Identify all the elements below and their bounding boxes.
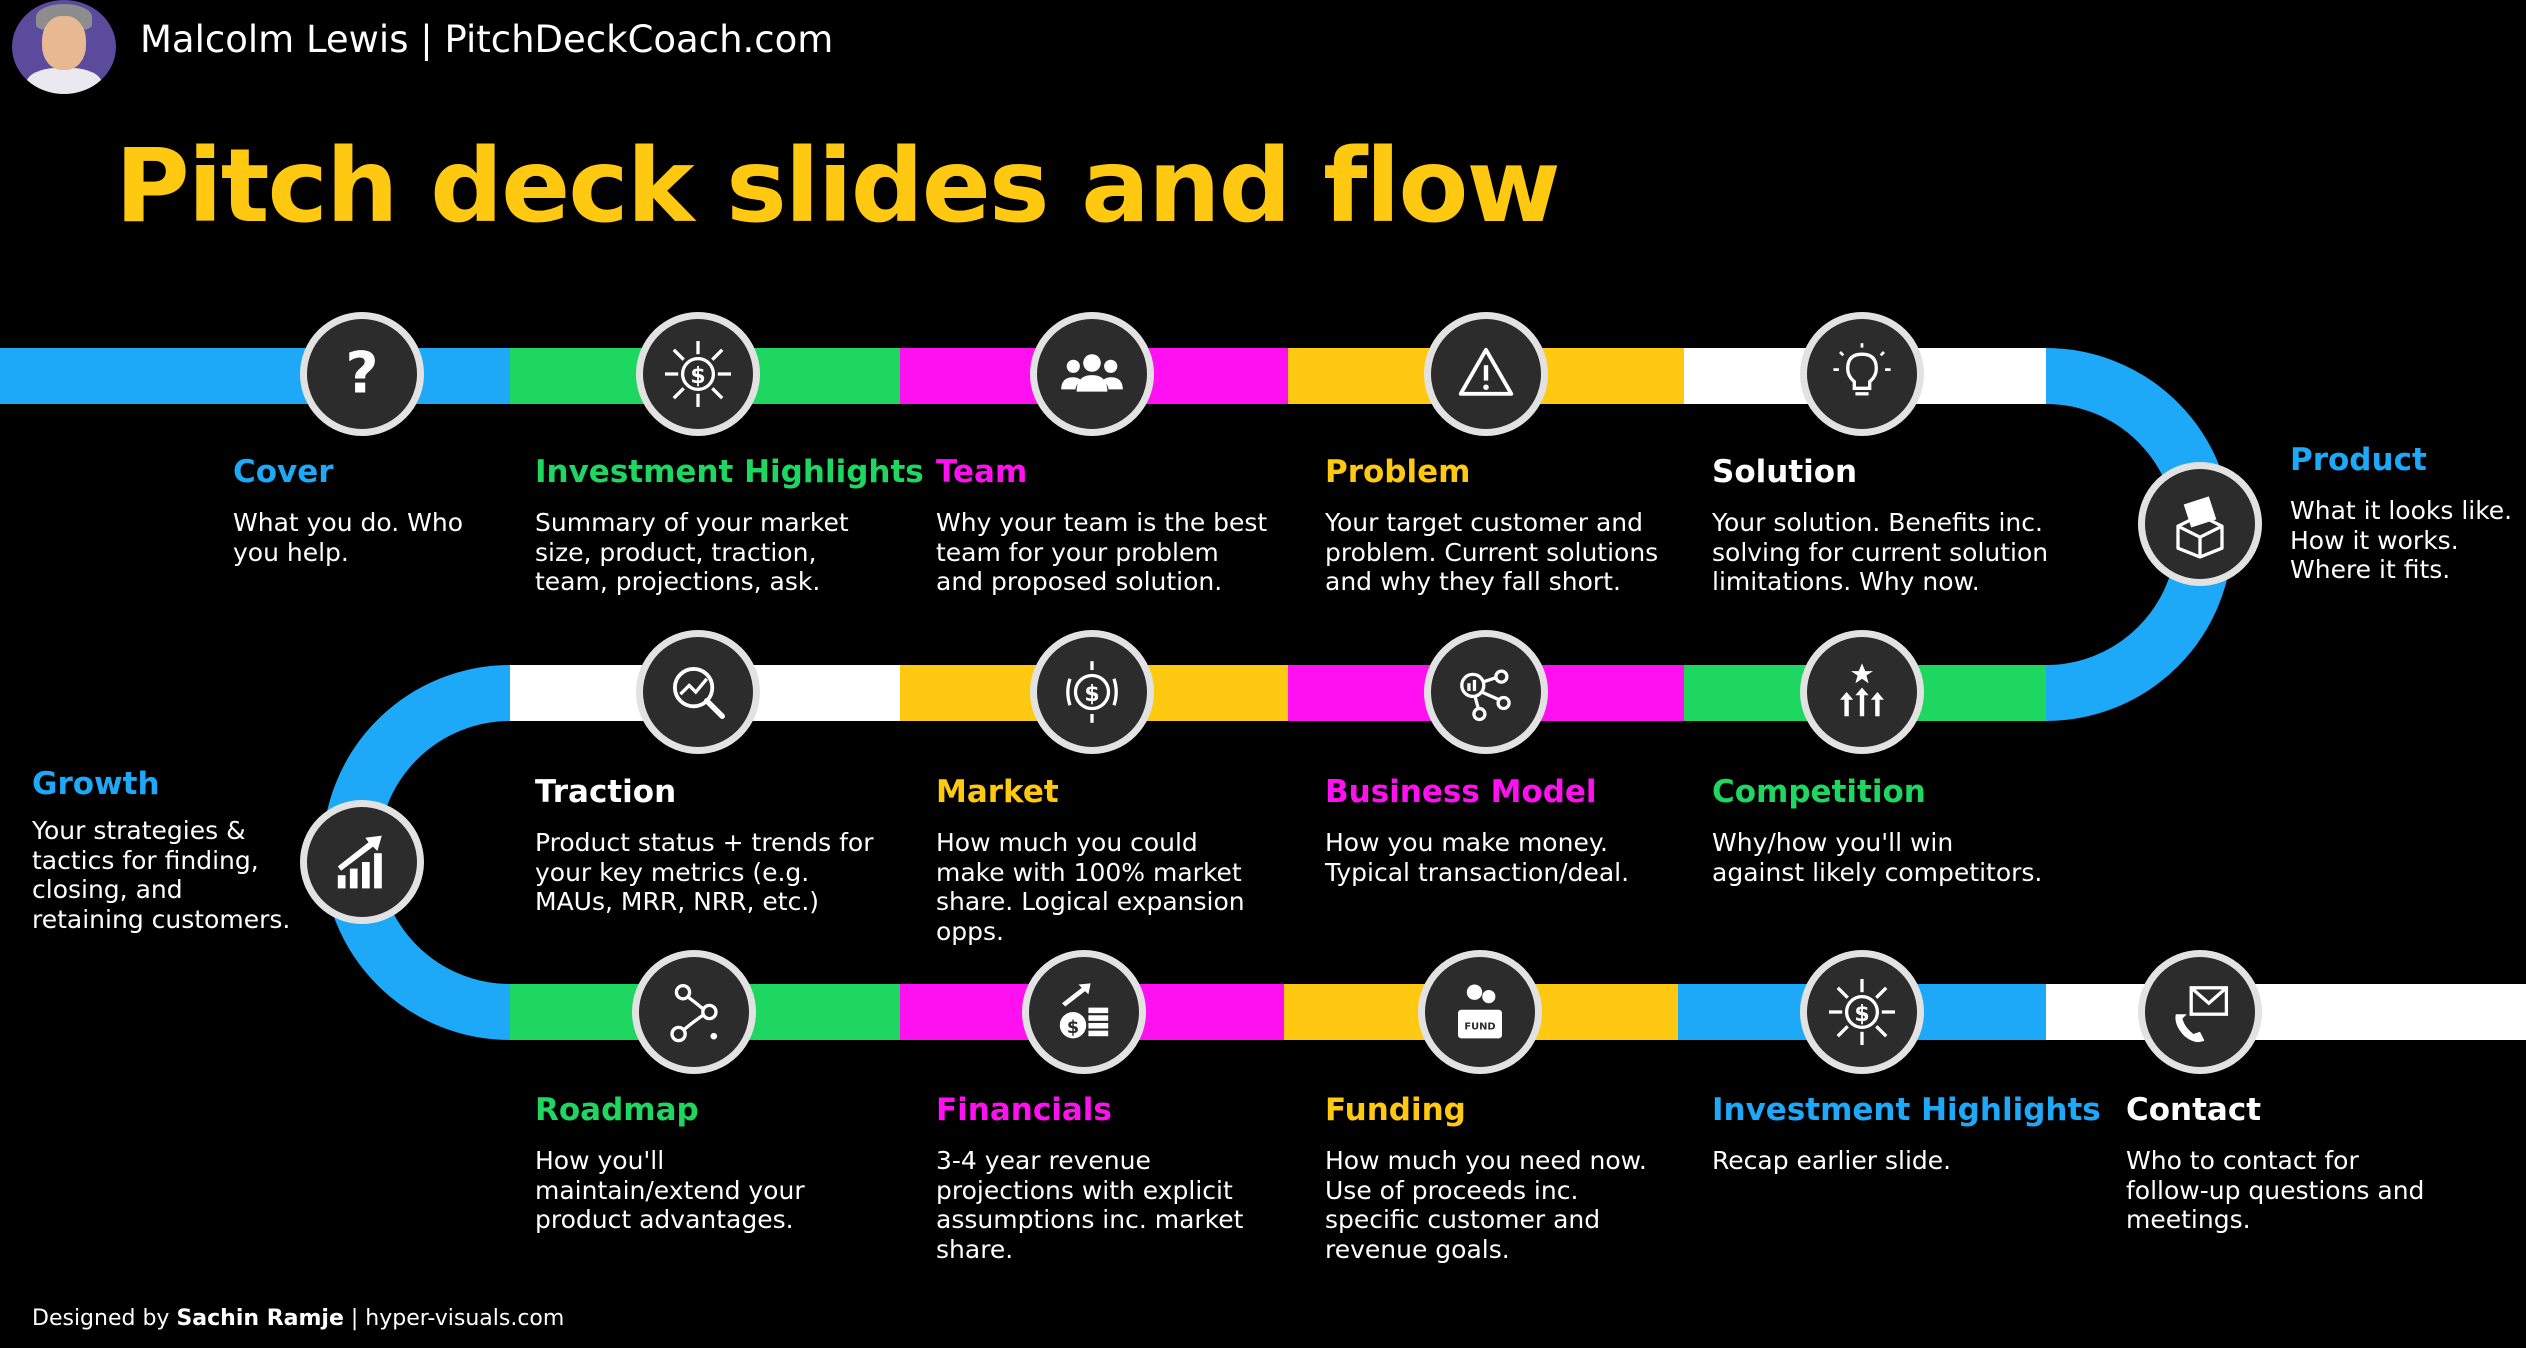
step-description-financials: 3-4 year revenue projections with explic… — [936, 1146, 1244, 1264]
star-arrows-icon — [1840, 663, 1884, 717]
step-description-solution: Your solution. Benefits inc. solving for… — [1712, 508, 2049, 596]
step-label-contact: Contact — [2126, 1092, 2262, 1128]
fund-jar-icon: FUND — [1458, 984, 1502, 1039]
step-node-market: $ — [1030, 630, 1154, 754]
step-node-team — [1030, 312, 1154, 436]
step-node-product — [2138, 462, 2262, 586]
author-name: Malcolm Lewis | PitchDeckCoach.com — [140, 18, 834, 61]
step-description-product: What it looks like. How it works. Where … — [2290, 496, 2513, 584]
network-icon — [1460, 669, 1511, 722]
lightbulb-icon — [1833, 343, 1891, 396]
step-description-team: Why your team is the best team for your … — [936, 508, 1268, 596]
step-description-investment-highlights: Summary of your market size, product, tr… — [535, 508, 849, 596]
dollar-cycle-icon: $ — [1066, 661, 1118, 723]
box-icon — [2176, 496, 2224, 559]
step-node-problem — [1424, 312, 1548, 436]
designer-credit: Designed by Sachin Ramje | hyper-visuals… — [32, 1306, 564, 1331]
step-label-business-model: Business Model — [1325, 774, 1597, 810]
step-node-contact — [2138, 950, 2262, 1074]
step-description-problem: Your target customer and problem. Curren… — [1325, 508, 1659, 596]
svg-text:$: $ — [690, 364, 705, 389]
step-node-traction — [636, 630, 760, 754]
step-label-problem: Problem — [1325, 454, 1471, 490]
credit-prefix: Designed by — [32, 1306, 170, 1331]
step-node-competition — [1800, 630, 1924, 754]
step-label-investment-highlights-recap: Investment Highlights — [1712, 1092, 2101, 1128]
svg-text:$: $ — [1067, 1018, 1079, 1038]
designer-name: Sachin Ramje — [176, 1306, 344, 1331]
svg-text:?: ? — [345, 341, 378, 407]
people-icon — [1061, 354, 1123, 392]
step-label-investment-highlights: Investment Highlights — [535, 454, 924, 490]
step-node-investment-highlights-recap: $ — [1800, 950, 1924, 1074]
step-description-business-model: How you make money. Typical transaction/… — [1325, 828, 1630, 887]
step-node-financials: $ — [1022, 950, 1146, 1074]
step-description-funding: How much you need now. Use of proceeds i… — [1325, 1146, 1647, 1264]
step-label-cover: Cover — [233, 454, 334, 490]
page-title: Pitch deck slides and flow — [115, 127, 1561, 246]
step-node-growth — [300, 800, 424, 924]
svg-text:$: $ — [1854, 1002, 1869, 1027]
step-label-team: Team — [936, 454, 1028, 490]
step-description-growth: Your strategies & tactics for finding, c… — [32, 816, 291, 934]
step-label-growth: Growth — [32, 766, 160, 802]
step-description-cover: What you do. Who you help. — [233, 508, 463, 567]
step-label-financials: Financials — [936, 1092, 1112, 1128]
step-node-business-model — [1424, 630, 1548, 754]
step-description-competition: Why/how you'll win against likely compet… — [1712, 828, 2043, 887]
magnifier-chart-icon — [672, 666, 725, 719]
dollar-arrows-icon: $ — [665, 341, 731, 407]
step-label-competition: Competition — [1712, 774, 1926, 810]
step-description-market: How much you could make with 100% market… — [936, 828, 1245, 946]
step-description-investment-highlights-recap: Recap earlier slide. — [1712, 1146, 1952, 1175]
step-description-contact: Who to contact for follow-up questions a… — [2126, 1146, 2425, 1234]
step-description-traction: Product status + trends for your key met… — [535, 828, 874, 916]
envelope-phone-icon — [2175, 986, 2229, 1043]
step-node-solution — [1800, 312, 1924, 436]
step-label-traction: Traction — [535, 774, 677, 810]
coins-icon: $ — [1059, 983, 1109, 1039]
step-node-cover: ? — [300, 312, 424, 436]
warning-icon — [1458, 347, 1514, 396]
step-node-funding: FUND — [1418, 950, 1542, 1074]
roadmap-icon — [670, 983, 718, 1043]
author-avatar — [12, 0, 116, 94]
growth-chart-icon — [337, 835, 382, 889]
step-label-solution: Solution — [1712, 454, 1858, 490]
step-node-roadmap — [632, 950, 756, 1074]
step-label-product: Product — [2290, 442, 2427, 478]
dollar-arrows-icon: $ — [1829, 979, 1895, 1045]
step-label-market: Market — [936, 774, 1059, 810]
step-description-roadmap: How you'll maintain/extend your product … — [535, 1146, 805, 1234]
credit-suffix: | hyper-visuals.com — [350, 1306, 565, 1331]
step-label-roadmap: Roadmap — [535, 1092, 699, 1128]
step-node-investment-highlights: $ — [636, 312, 760, 436]
question-icon: ? — [345, 341, 378, 407]
step-label-funding: Funding — [1325, 1092, 1466, 1128]
svg-text:$: $ — [1084, 682, 1099, 707]
svg-text:FUND: FUND — [1464, 1022, 1495, 1033]
